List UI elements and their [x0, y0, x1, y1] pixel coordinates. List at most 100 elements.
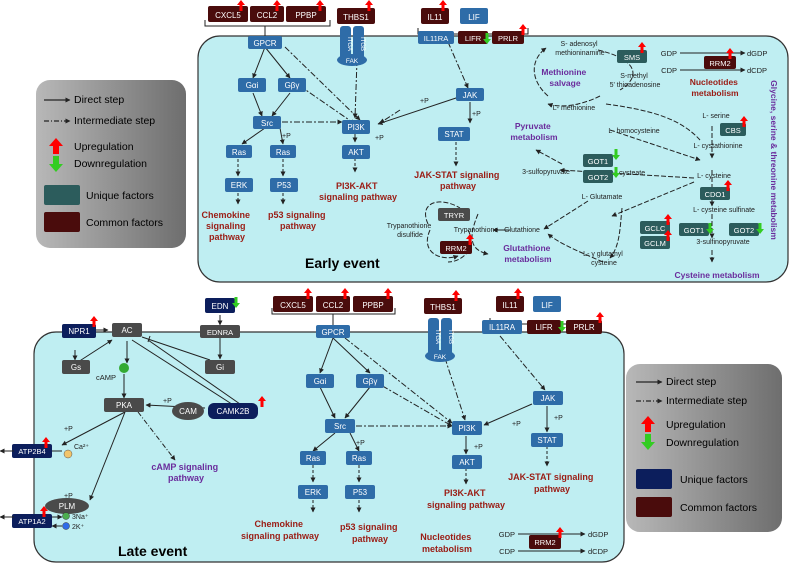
- late-ednra: EDNRA: [200, 325, 240, 338]
- early-pathway-gst: Glycine, serine & threonine metabolism: [769, 80, 779, 240]
- early-jak: JAK: [456, 88, 484, 101]
- late-stat-label: STAT: [537, 436, 556, 445]
- late-factor-thbs1: THBS1: [424, 298, 462, 314]
- late-camk2b-label: CAMK2B: [217, 407, 250, 416]
- early-pathway-p53: p53 signaling pathway: [268, 210, 328, 231]
- early-met-cdp: CDP: [661, 66, 677, 75]
- early-plus-1: +P: [282, 133, 291, 140]
- late-jak-line1: JAK-STAT signaling: [508, 472, 593, 482]
- early-met-lglu: L- Glutamate: [582, 194, 623, 201]
- up-arrow-icon: [519, 24, 527, 35]
- early-met-lhcys: L- homocysteine: [608, 128, 659, 135]
- up-arrow-icon: [42, 437, 50, 448]
- down-arrow-icon: [483, 33, 491, 44]
- up-arrow-icon: [40, 506, 48, 517]
- legend-top-unique-swatch: [44, 185, 80, 205]
- late-pathway-chemokine: Chemokine signaling pathway: [241, 519, 319, 541]
- early-itgb-label: ITGB: [359, 37, 365, 51]
- late-thbs1-label: THBS1: [430, 303, 456, 312]
- early-pathway-cysteine: Cysteine metabolism: [674, 270, 759, 280]
- late-integrin: ITGA ITGB FAK: [425, 318, 455, 362]
- up-arrow-icon: [740, 116, 748, 127]
- late-pathway-pi3k: PI3K-AKT signaling pathway: [427, 488, 505, 510]
- early-met-trypdis: Trypanothione disulfide: [387, 223, 433, 239]
- early-jak-line2: pathway: [440, 181, 476, 191]
- late-src-label: Src: [334, 422, 346, 431]
- early-p53-label: P53: [277, 181, 292, 190]
- early-lifr-label: LIFR: [465, 34, 482, 43]
- late-gi-label: Gi: [216, 363, 224, 372]
- early-cdo1-label: CDO1: [705, 190, 726, 199]
- late-atp1a2: ATP1A2: [12, 514, 52, 528]
- early-met-dcdp: dCDP: [747, 66, 767, 75]
- early-plus-2: +P: [375, 135, 384, 142]
- early-prlr: PRLR: [492, 31, 524, 44]
- late-pi3k-line1: PI3K-AKT: [444, 488, 486, 498]
- down-arrow-icon: [232, 297, 240, 308]
- early-il11-label: IL11: [428, 13, 444, 22]
- early-met-lcys: L- cysteine: [697, 173, 731, 180]
- late-pathway-p53: p53 signaling pathway: [340, 522, 400, 544]
- early-ppbp-label: PPBP: [295, 11, 316, 20]
- late-prlr: PRLR: [566, 320, 602, 334]
- early-regulation-arrows: [237, 0, 764, 245]
- late-camk2b: CAMK2B: [208, 403, 258, 419]
- early-gclc: GCLC: [640, 221, 670, 234]
- early-met-lser: L- serine: [702, 113, 729, 120]
- late-src: Src: [325, 419, 355, 433]
- early-smta-line1: S-methyl: [620, 73, 648, 80]
- up-arrow-icon: [514, 288, 522, 299]
- early-chemokine-line3: pathway: [209, 232, 245, 242]
- late-ras-1: Ras: [300, 451, 326, 465]
- late-plus-6: +P: [512, 421, 521, 428]
- late-plus-2: +P: [64, 493, 73, 500]
- late-factor-il11: IL11: [496, 296, 524, 312]
- early-stat-label: STAT: [444, 130, 463, 139]
- early-sms-label: SMS: [624, 53, 640, 62]
- late-pka-label: PKA: [116, 401, 133, 410]
- late-ca-dot: [63, 449, 73, 459]
- early-plus-3: +P: [472, 111, 481, 118]
- late-itgb-label: ITGB: [447, 330, 453, 344]
- late-camp-line1: cAMP signaling: [151, 462, 218, 472]
- early-factor-il11: IL11: [421, 8, 449, 24]
- late-na-label: 3Na⁺: [72, 514, 89, 521]
- early-met-sulfpyr2: 3-sulfopyruvate: [522, 169, 570, 176]
- early-event-title: Early event: [305, 255, 380, 271]
- early-pi3k-label: PI3K: [347, 123, 365, 132]
- legend-bottom-unique-swatch: [636, 469, 672, 489]
- early-pathway-glutathione: Glutathione metabolism: [503, 243, 553, 264]
- late-factor-cxcl5: CXCL5: [273, 296, 313, 312]
- early-got1: GOT1: [583, 154, 613, 167]
- late-gby: Gβγ: [356, 374, 384, 388]
- early-met-sam: S- adenosyl methioninamine: [555, 41, 605, 57]
- late-pka: PKA: [104, 398, 144, 412]
- early-factor-ccl2: CCL2: [250, 6, 284, 22]
- late-gai: Gαi: [306, 374, 334, 388]
- late-p53-label: P53: [353, 488, 368, 497]
- late-p53-line1: p53 signaling: [340, 522, 398, 532]
- early-gclm-label: GCLM: [644, 239, 666, 248]
- early-tryr: TRYR: [438, 208, 470, 221]
- early-pyruvate-line1: Pyruvate: [515, 121, 551, 131]
- late-camp-label: cAMP: [96, 373, 116, 382]
- early-met-lmet: L- methionine: [553, 105, 596, 112]
- legend-top-down: Downregulation: [74, 158, 147, 170]
- down-arrow-icon: [49, 156, 63, 172]
- early-met-sulfpyr1: 3-sulfinopyruvate: [696, 239, 749, 246]
- late-rrm2: RRM2: [529, 535, 561, 549]
- early-erk: ERK: [225, 178, 253, 192]
- late-chemokine-line1: Chemokine: [254, 519, 303, 529]
- early-got1-b: GOT1: [679, 223, 709, 236]
- early-cxcl5-label: CXCL5: [215, 11, 241, 20]
- legend-bottom: Direct step Intermediate step Upregulati…: [626, 364, 782, 532]
- early-p53: P53: [270, 178, 298, 192]
- early-met-lcysteate: L- cysteate: [611, 170, 645, 177]
- up-arrow-icon: [664, 214, 672, 225]
- legend-bottom-unique: Unique factors: [680, 474, 748, 486]
- late-ccl2-label: CCL2: [323, 301, 344, 310]
- early-got1b-label: GOT1: [684, 226, 704, 235]
- down-arrow-icon: [706, 223, 714, 234]
- early-lifr: LIFR: [458, 31, 488, 44]
- late-fak-label: FAK: [434, 354, 447, 361]
